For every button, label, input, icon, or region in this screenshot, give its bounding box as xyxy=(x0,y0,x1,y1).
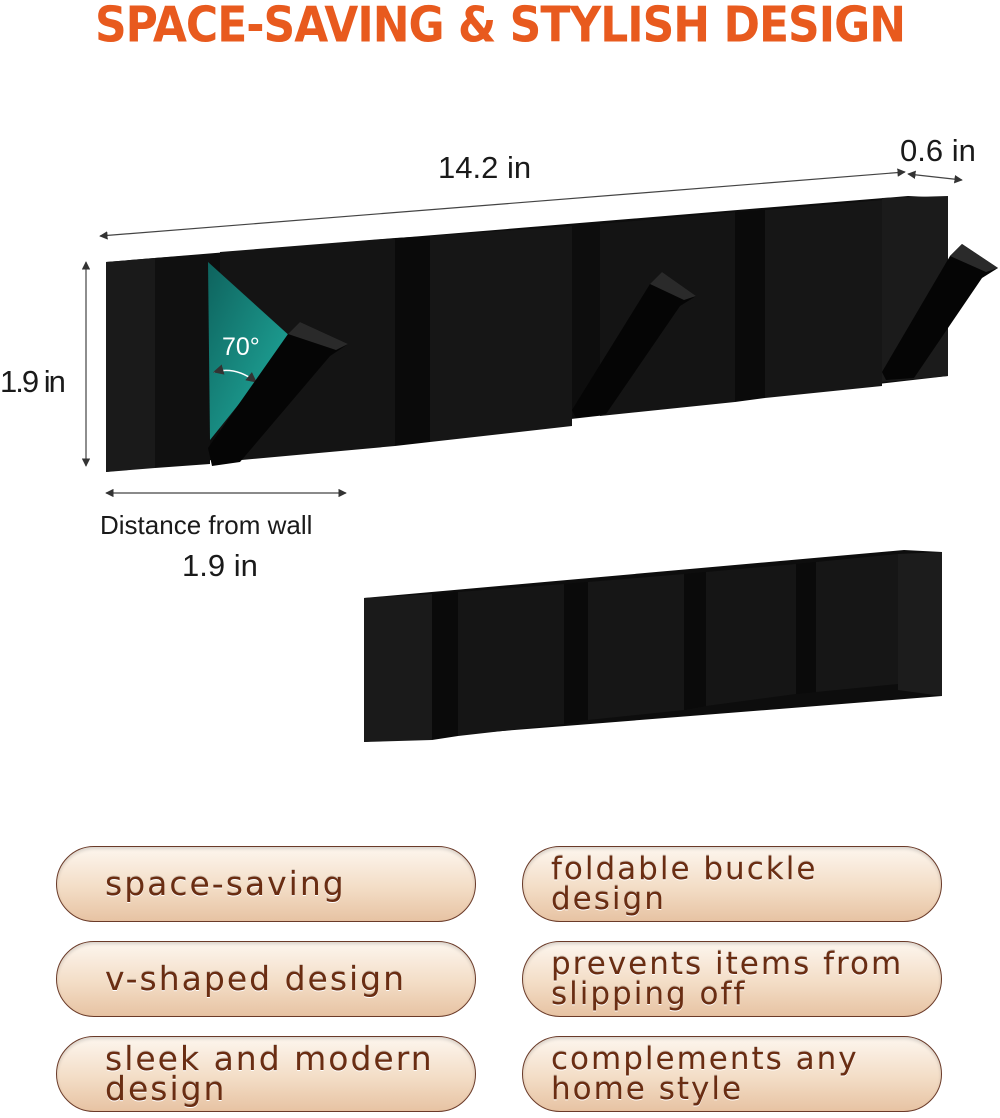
angle-highlight xyxy=(208,262,292,440)
feature-pill-v-shaped: v-shaped design xyxy=(56,941,476,1017)
hook-icon xyxy=(208,322,348,466)
feature-pill-space-saving: space-saving xyxy=(56,846,476,922)
depth-dimension-line xyxy=(907,170,963,184)
feature-label: complements any home style xyxy=(551,1041,859,1107)
wall-distance-value: 1.9 in xyxy=(182,548,258,583)
product-illustration xyxy=(81,168,998,742)
feature-pill-foldable-buckle: foldable buckle design xyxy=(522,846,942,922)
length-dimension-line xyxy=(99,168,906,240)
length-label: 14.2 in xyxy=(438,150,532,185)
hook-icon xyxy=(572,272,696,418)
depth-label: 0.6 in xyxy=(900,133,976,168)
feature-label: foldable buckle design xyxy=(551,851,818,917)
feature-label: prevents items from slipping off xyxy=(551,946,904,1012)
feature-pill-sleek-modern: sleek and modern design xyxy=(56,1036,476,1112)
hook-icon xyxy=(882,244,998,380)
folded-hook-rack xyxy=(364,550,942,742)
page-title: SPACE-SAVING & STYLISH DESIGN xyxy=(94,0,906,54)
wall-distance-label: Distance from wall xyxy=(100,510,313,540)
feature-label: v-shaped design xyxy=(105,959,407,998)
feature-label: sleek and modern design xyxy=(105,1039,434,1108)
open-hook-rack xyxy=(106,196,998,472)
feature-pill-prevents-slipping: prevents items from slipping off xyxy=(522,941,942,1017)
angle-label: 70° xyxy=(222,333,260,361)
feature-pill-complements-style: complements any home style xyxy=(522,1036,942,1112)
height-label: 1.9 in xyxy=(0,364,66,399)
feature-label: space-saving xyxy=(105,864,346,903)
